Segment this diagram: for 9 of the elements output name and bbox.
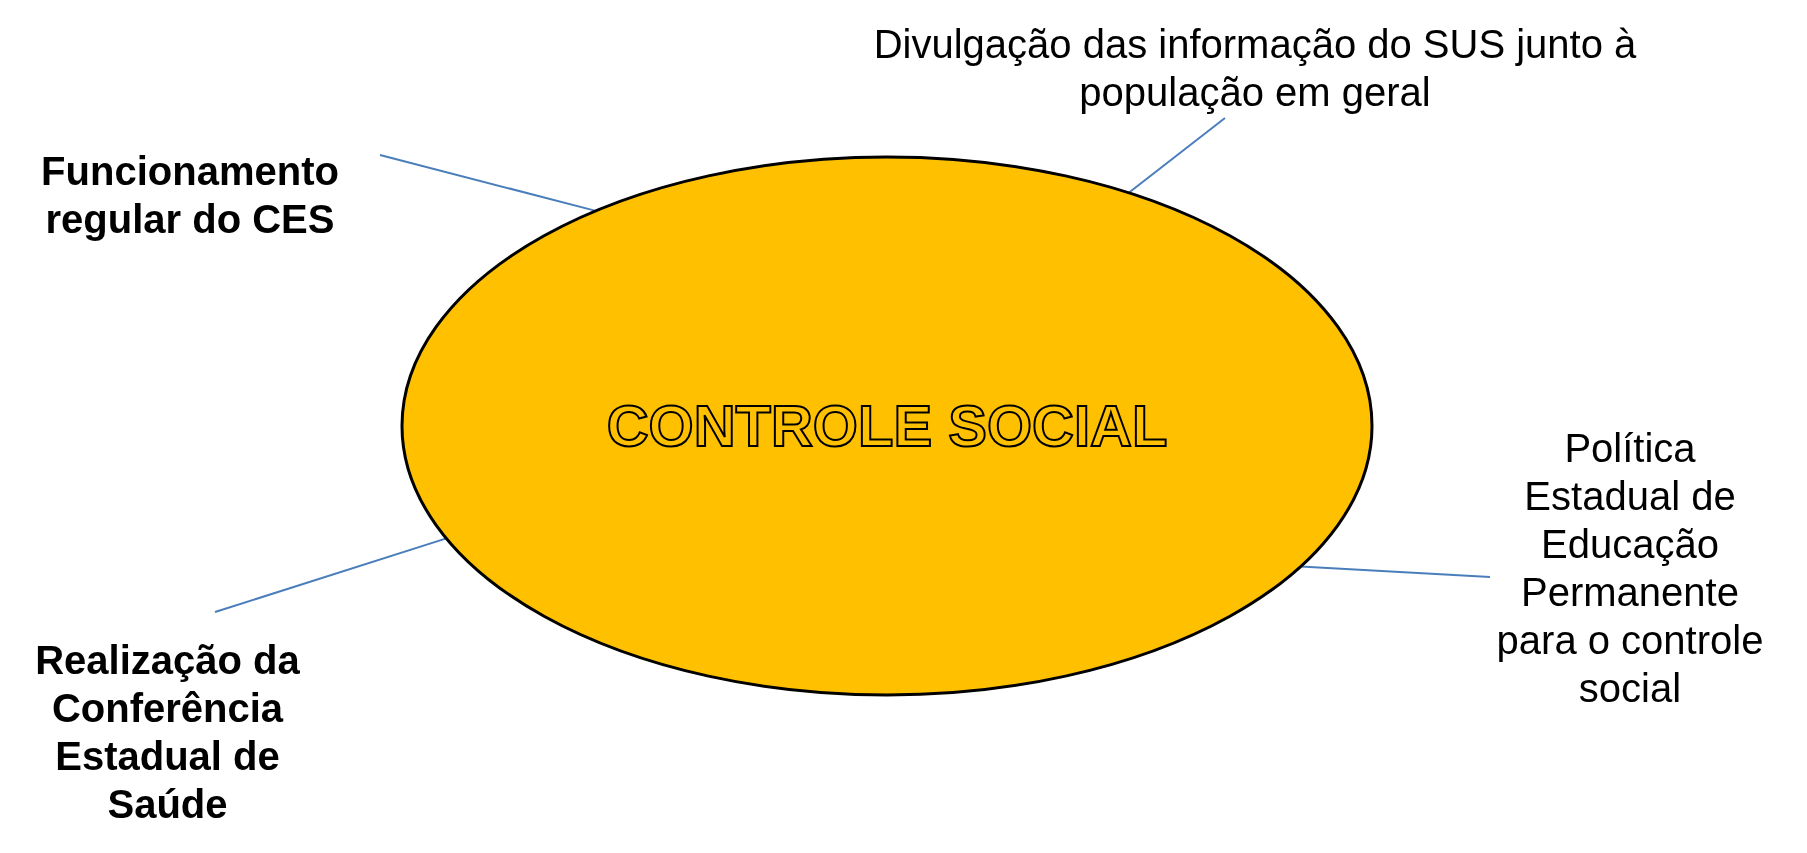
leader-line	[1127, 117, 1226, 194]
ellipse-title: CONTROLE SOCIAL	[606, 392, 1168, 461]
callout-text: Política Estadual de Educação Permanente para o controle social	[1495, 425, 1765, 712]
callout-text: Funcionamento regular do CES	[40, 148, 340, 243]
callout-text: Divulgação das informação do SUS junto à população em geral	[872, 21, 1638, 116]
leader-line	[214, 537, 448, 613]
leader-line	[1299, 565, 1491, 578]
leader-line	[379, 154, 597, 212]
callout-text: Realização da Conferência Estadual de Saúde	[34, 637, 301, 828]
